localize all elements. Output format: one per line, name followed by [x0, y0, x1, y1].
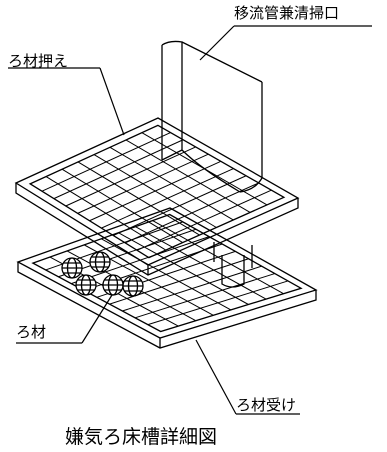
- pipe-front-face: [181, 44, 241, 193]
- transfer-pipe: [161, 40, 263, 193]
- upper-tray-mesh: [41, 132, 272, 251]
- label-filter-media: ろ材: [16, 323, 47, 341]
- pipe-right-edge: [239, 82, 263, 193]
- filter-media-ball: [122, 275, 144, 297]
- pipe-top-lip: [161, 40, 183, 46]
- lower-tray: [16, 207, 318, 349]
- upper-tray-inner-edge: [28, 124, 286, 259]
- lower-pipe-stub: [221, 255, 245, 288]
- leader-holder: [99, 67, 125, 136]
- diagram-caption: 嫌気ろ床槽詳細図: [65, 426, 218, 448]
- filter-media-balls: [61, 251, 144, 297]
- leader-receiver: [195, 339, 237, 415]
- filter-media-ball: [75, 274, 97, 296]
- pipe-top-edge: [181, 41, 263, 83]
- leader-pipe: [199, 25, 235, 61]
- label-transfer-pipe: 移流管兼清掃口: [234, 4, 340, 22]
- filter-media-ball: [102, 274, 124, 296]
- filter-media-ball: [61, 257, 83, 279]
- leader-media: [81, 294, 113, 344]
- upper-tray: [14, 117, 300, 276]
- leader-lines: [8, 25, 372, 415]
- pipe-base: [161, 149, 183, 161]
- label-media-receiver: ろ材受け: [236, 396, 297, 414]
- label-media-holder: ろ材押え: [8, 52, 69, 70]
- filter-media-ball: [89, 251, 111, 273]
